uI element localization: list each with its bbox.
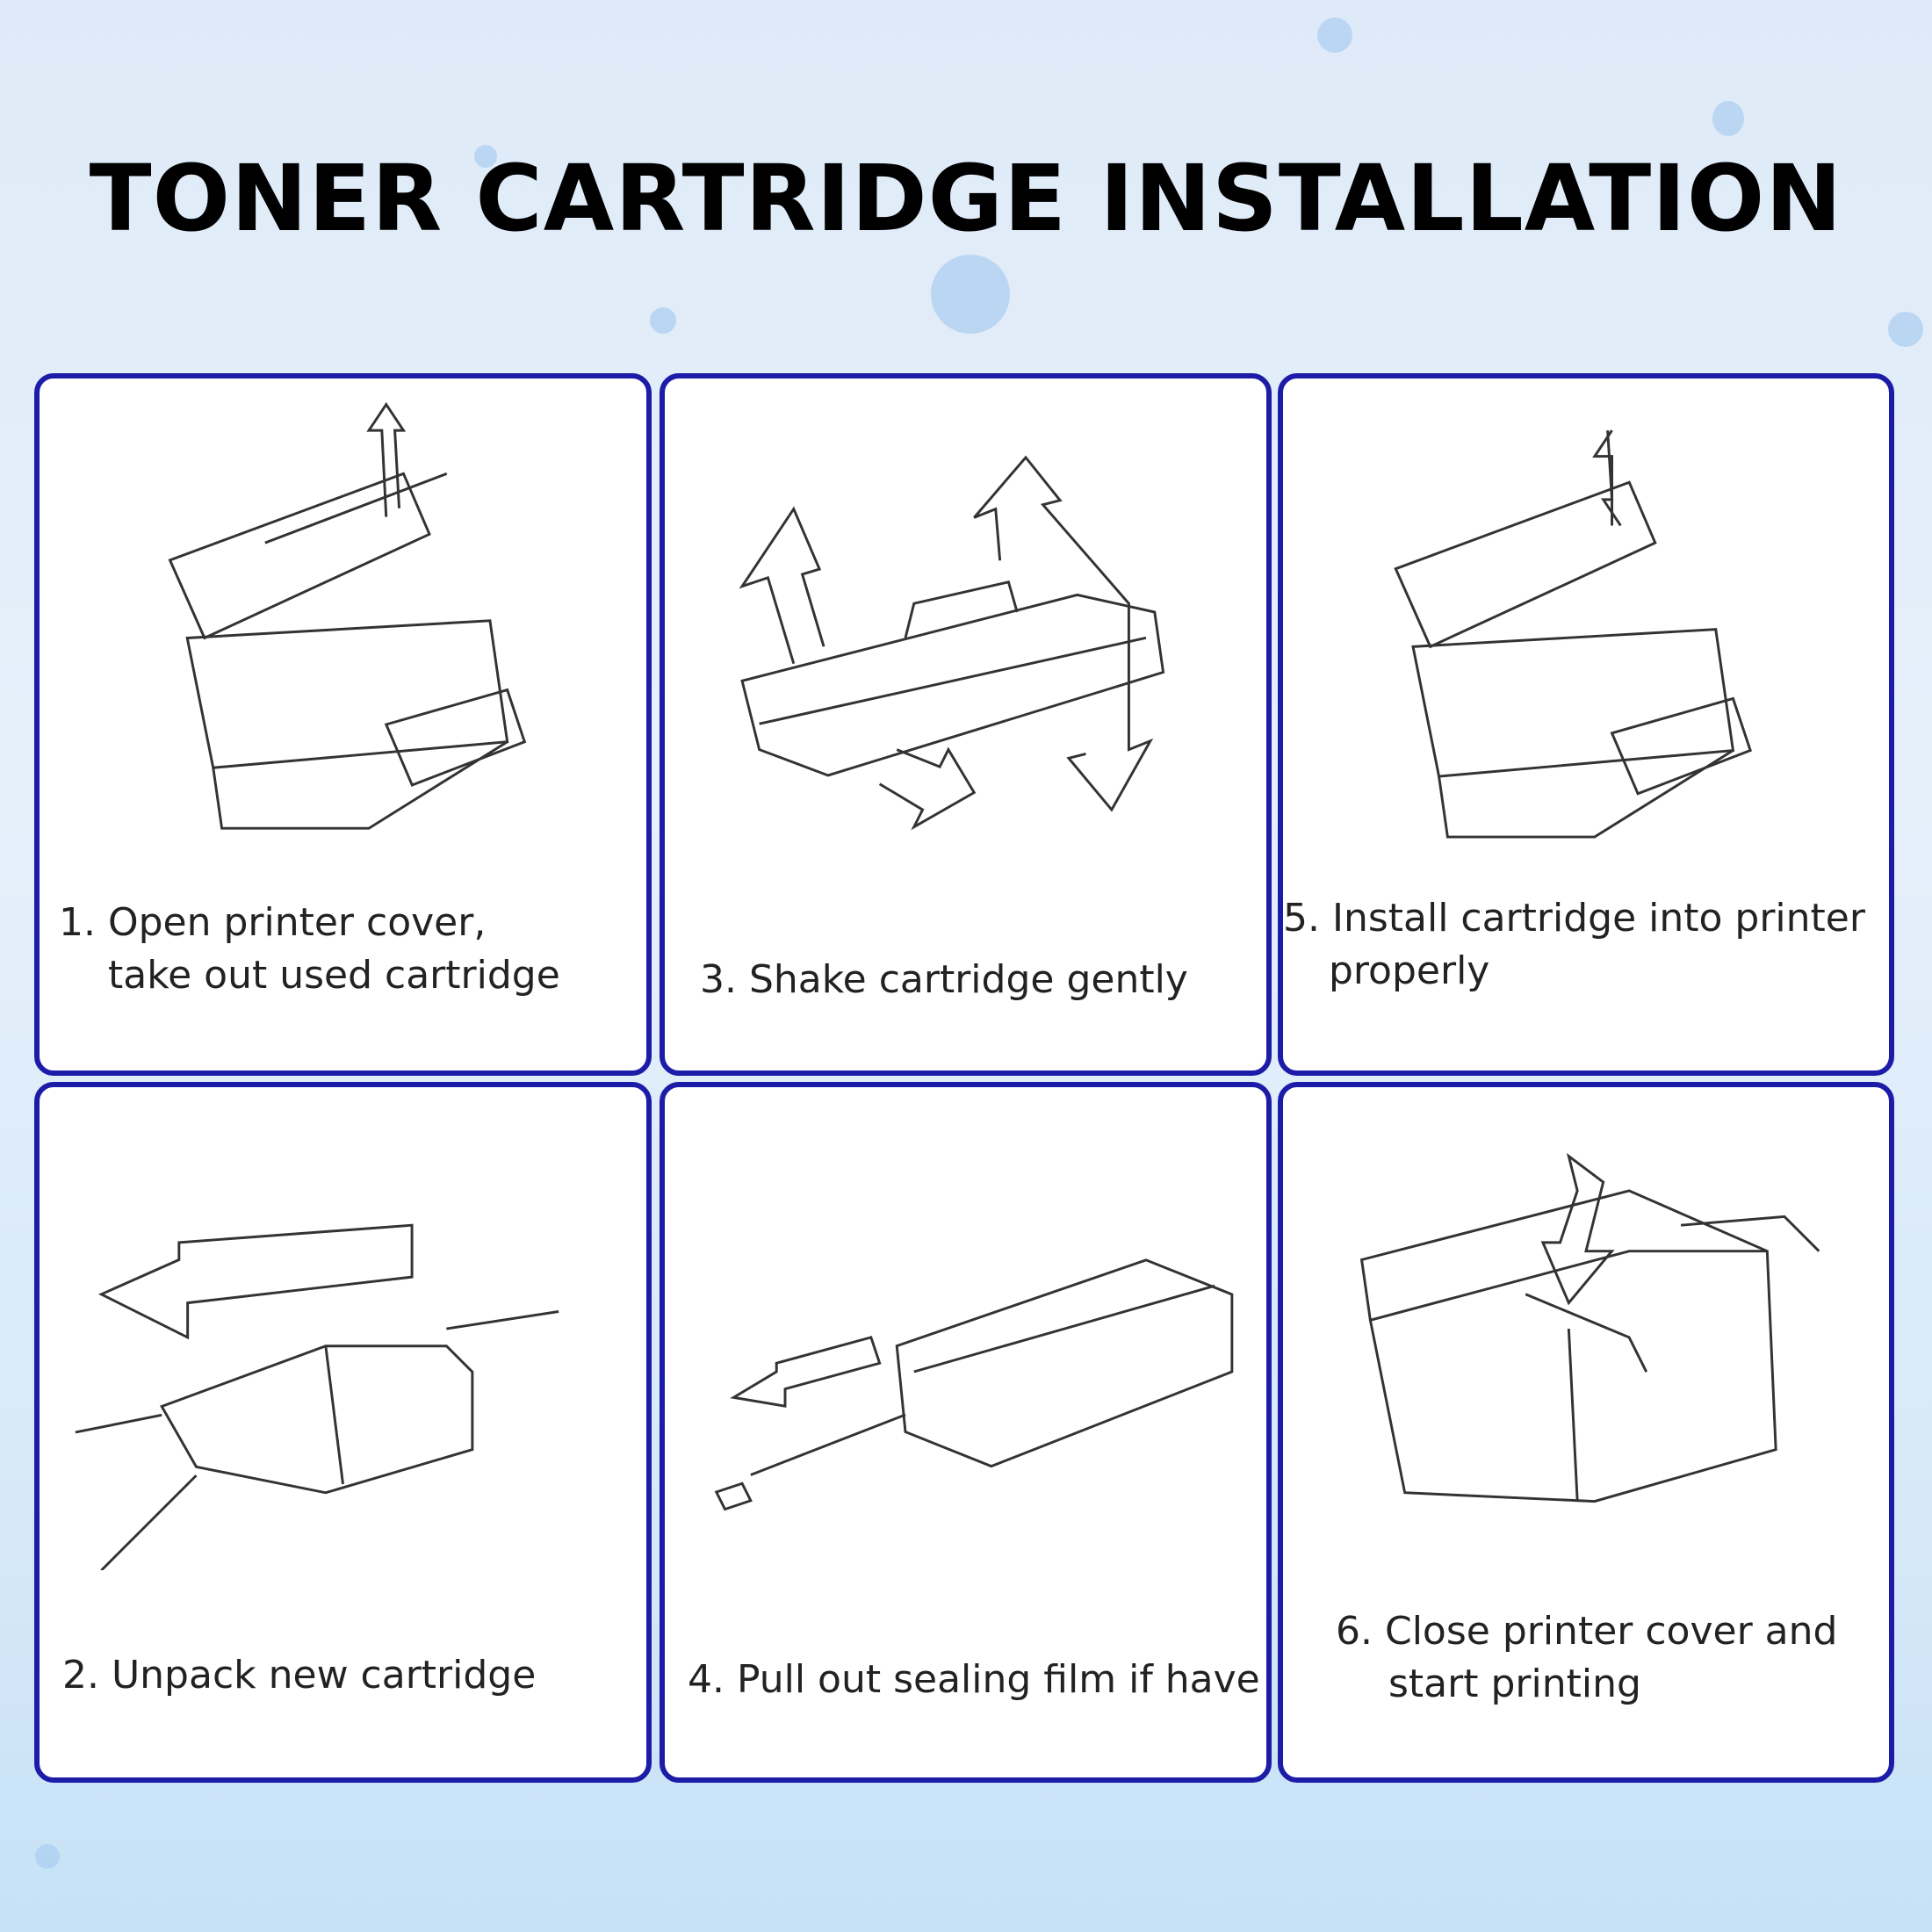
step-6-panel: 6. Close printer cover and start printin… bbox=[1278, 1082, 1894, 1783]
step-3-caption: 3. Shake cartridge gently bbox=[700, 957, 1188, 1002]
printer-install-cartridge-illustration bbox=[1394, 429, 1752, 839]
step-4-panel: 4. Pull out sealing film if have bbox=[660, 1082, 1272, 1783]
decor-dot bbox=[650, 307, 676, 334]
shake-cartridge-illustration bbox=[739, 455, 1165, 831]
decor-dot bbox=[1888, 312, 1923, 347]
unpack-cartridge-illustration bbox=[75, 1223, 559, 1571]
step-5-panel: 5. Install cartridge into printer proper… bbox=[1278, 373, 1894, 1076]
step-3-panel: 3. Shake cartridge gently bbox=[660, 373, 1272, 1076]
step-5-caption-line1: 5. Install cartridge into printer bbox=[1283, 896, 1865, 941]
step-6-caption-line2: start printing bbox=[1388, 1662, 1641, 1706]
step-6-caption-line1: 6. Close printer cover and bbox=[1336, 1609, 1838, 1654]
decor-dot bbox=[474, 145, 497, 168]
printer-remove-cartridge-illustration bbox=[168, 401, 527, 830]
step-1-panel: 1. Open printer cover, take out used car… bbox=[34, 373, 652, 1076]
step-1-caption-line2: take out used cartridge bbox=[108, 953, 560, 998]
decor-dot bbox=[931, 255, 1010, 334]
decor-dot bbox=[35, 1844, 60, 1869]
step-2-caption: 2. Unpack new cartridge bbox=[62, 1653, 537, 1698]
step-4-caption: 4. Pull out sealing film if have bbox=[688, 1657, 1260, 1702]
step-1-caption-line1: 1. Open printer cover, bbox=[59, 900, 487, 945]
pull-sealing-film-illustration bbox=[714, 1258, 1234, 1511]
step-5-caption-line2: properly bbox=[1329, 948, 1490, 993]
decor-dot bbox=[1712, 101, 1744, 136]
step-2-panel: 2. Unpack new cartridge bbox=[34, 1082, 652, 1783]
page-title: TONER CARTRIDGE INSTALLATION bbox=[89, 145, 1843, 252]
close-printer-cover-illustration bbox=[1359, 1152, 1820, 1503]
decor-dot bbox=[1317, 18, 1352, 53]
